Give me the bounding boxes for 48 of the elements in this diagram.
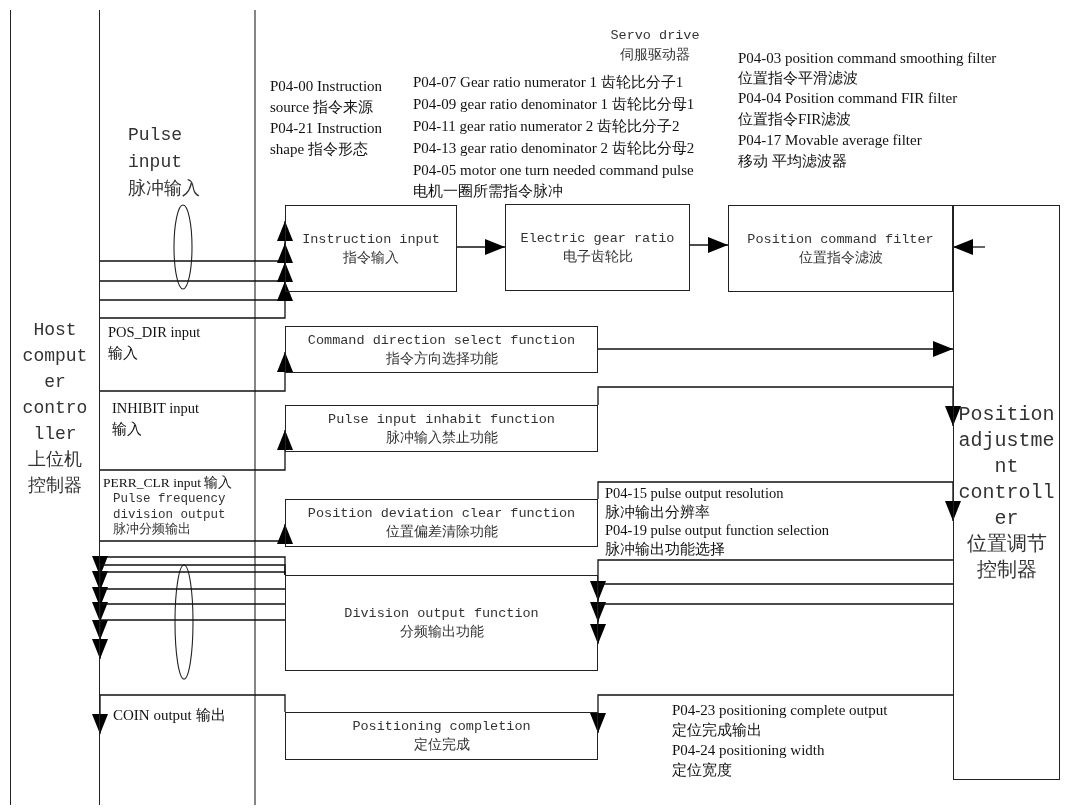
parameter-label: P04-15 pulse output resolution 脉冲输出分辨率 [605, 484, 785, 521]
parameter-label: P04-17 Movable average filter 移动 平均滤波器 [738, 131, 923, 171]
process-box: Instruction input 指令输入 [285, 205, 457, 292]
arrow [99, 523, 293, 544]
arrow [597, 386, 961, 427]
arrow [597, 481, 961, 522]
parameter-label: PERR_CLR input 输入 [103, 474, 233, 491]
process-box: Command direction select function 指令方向选择功能 [285, 326, 598, 373]
controller-column: Host computer controller 上位机控制器 [10, 10, 100, 805]
process-box: Position command filter 位置指令滤波 [728, 205, 953, 292]
arrow [99, 280, 293, 319]
arrow [590, 694, 954, 734]
parameter-label: P04-13 gear ratio denominator 2 齿轮比分母2 [413, 139, 696, 158]
parameter-label: P04-03 position command smoothing filter 位置指令平滑滤波 [738, 49, 998, 88]
arrow [92, 619, 286, 660]
arrow [99, 242, 293, 282]
parameter-label: P04-11 gear ratio numerator 2 齿轮比分子2 [413, 117, 681, 136]
process-box: Pulse input inhabit function 脉冲输入禁止功能 [285, 405, 598, 452]
arrow [689, 237, 729, 253]
arrow [456, 239, 506, 255]
section-label: Pulse frequency division output 脉冲分频输出 [113, 492, 227, 539]
arrow [99, 261, 293, 301]
process-box: Position deviation clear function 位置偏差清除功能 [285, 499, 598, 547]
parameter-label: INHIBIT input 输入 [112, 399, 201, 439]
section-label: Servo drive 伺服驱动器 [609, 27, 701, 65]
parameter-label: P04-19 pulse output function selection 脉冲输出功能选择 [605, 521, 830, 558]
process-box: Electric gear ratio 电子齿轮比 [505, 204, 690, 291]
arrow [92, 694, 286, 735]
arrow [99, 220, 293, 262]
parameter-label: P04-09 gear ratio denominator 1 齿轮比分母1 [413, 95, 696, 114]
section-label: Pulse input 脉冲输入 [128, 124, 201, 201]
arrow [99, 429, 293, 471]
parameter-label: COIN output 输出 [113, 706, 226, 725]
arrow [952, 239, 986, 255]
parameter-label: P04-24 positioning width 定位宽度 [672, 741, 826, 780]
parameter-label: P04-23 positioning complete output 定位完成输出 [672, 701, 889, 740]
controller-box: Position adjustment controller 位置调节控制器 [953, 205, 1060, 780]
arrow [99, 351, 293, 392]
parameter-label: P04-05 motor one turn needed command pulse 电机一圈所需指令脉冲 [413, 161, 695, 201]
parameter-label: POS_DIR input 输入 [108, 323, 202, 363]
process-box: Positioning completion 定位完成 [285, 712, 598, 760]
parameter-label: P04-00 Instruction source 指令来源 [270, 77, 384, 117]
parameter-label: P04-04 Position command FIR filter 位置指令FIR滤波 [738, 89, 959, 129]
arrow [590, 603, 954, 645]
parameter-label: P04-21 Instruction shape 指令形态 [270, 119, 384, 159]
arrow [597, 341, 954, 357]
process-box: Division output function 分频输出功能 [285, 575, 598, 671]
parameter-label: P04-07 Gear ratio numerator 1 齿轮比分子1 [413, 73, 685, 92]
